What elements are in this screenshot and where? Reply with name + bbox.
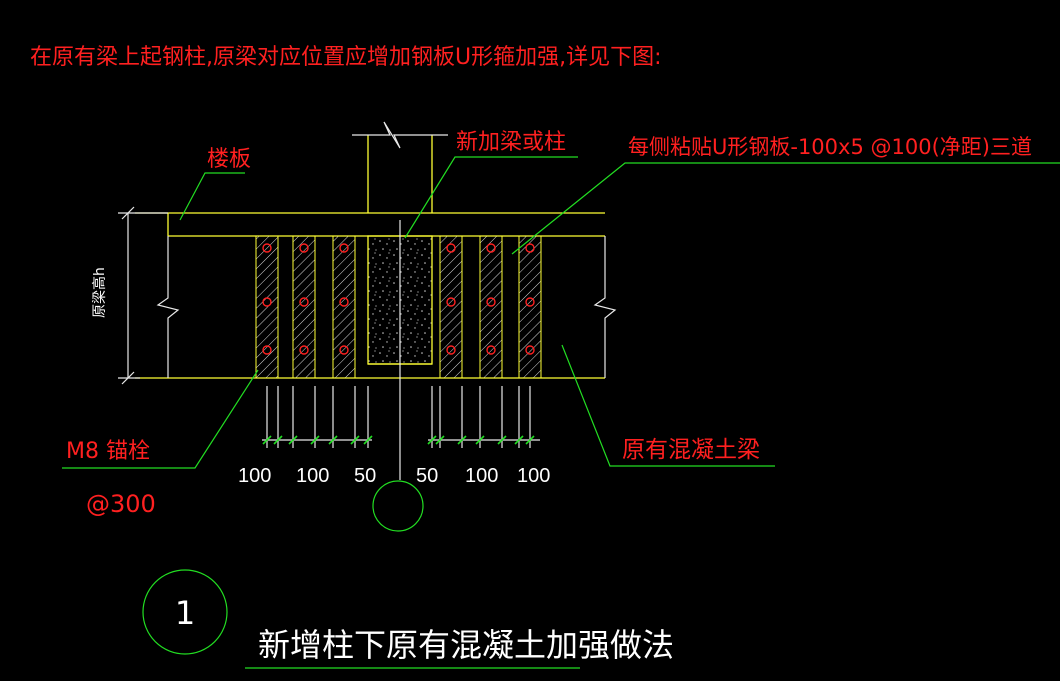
header-note: 在原有梁上起钢柱,原梁对应位置应增加钢板U形箍加强,详见下图:	[30, 45, 662, 70]
bottom-dimension: 100 100 50 50 100 100	[238, 386, 550, 487]
beam-height-label: 原梁高h	[91, 267, 108, 318]
steel-plate-3	[332, 235, 356, 379]
anchor-label: M8 锚栓	[66, 439, 150, 464]
new-beam-label: 新加梁或柱	[456, 130, 566, 155]
dimension-value: 50	[416, 465, 438, 487]
existing-beam-label: 原有混凝土梁	[622, 437, 760, 463]
dimension-value: 100	[238, 465, 271, 487]
detail-bubble	[142, 569, 228, 655]
anchor-spacing-label: @300	[86, 490, 156, 518]
existing-beam-leader: 原有混凝土梁	[561, 344, 775, 467]
beam-height-dimension: 原梁高h	[91, 206, 168, 385]
dimension-value: 100	[296, 465, 329, 487]
section-marker	[372, 220, 424, 532]
steel-plates	[255, 235, 542, 379]
steel-plate-5	[479, 235, 503, 379]
dimension-value: 100	[517, 465, 550, 487]
steel-plate-6	[518, 235, 542, 379]
detail-title: 新增柱下原有混凝土加强做法	[258, 626, 674, 664]
dimension-value: 100	[465, 465, 498, 487]
detail-number: 1	[175, 594, 195, 632]
slab	[135, 212, 605, 237]
slab-leader: 楼板	[179, 147, 251, 221]
slab-label: 楼板	[207, 147, 251, 172]
anchor-bolts	[262, 243, 535, 355]
anchor-leader: M8 锚栓 @300	[62, 369, 259, 518]
steel-plate-1	[255, 235, 279, 379]
new-beam-leader: 新加梁或柱	[404, 130, 578, 239]
steel-plate-4	[439, 235, 463, 379]
steel-plate-label: 每侧粘贴U形钢板-100x5 @100(净距)三道	[628, 135, 1032, 159]
detail-title-block: 1 新增柱下原有混凝土加强做法	[142, 569, 674, 669]
steel-plate-2	[292, 235, 316, 379]
steel-plate-leader: 每侧粘贴U形钢板-100x5 @100(净距)三道	[511, 135, 1060, 255]
dimension-value: 50	[354, 465, 376, 487]
